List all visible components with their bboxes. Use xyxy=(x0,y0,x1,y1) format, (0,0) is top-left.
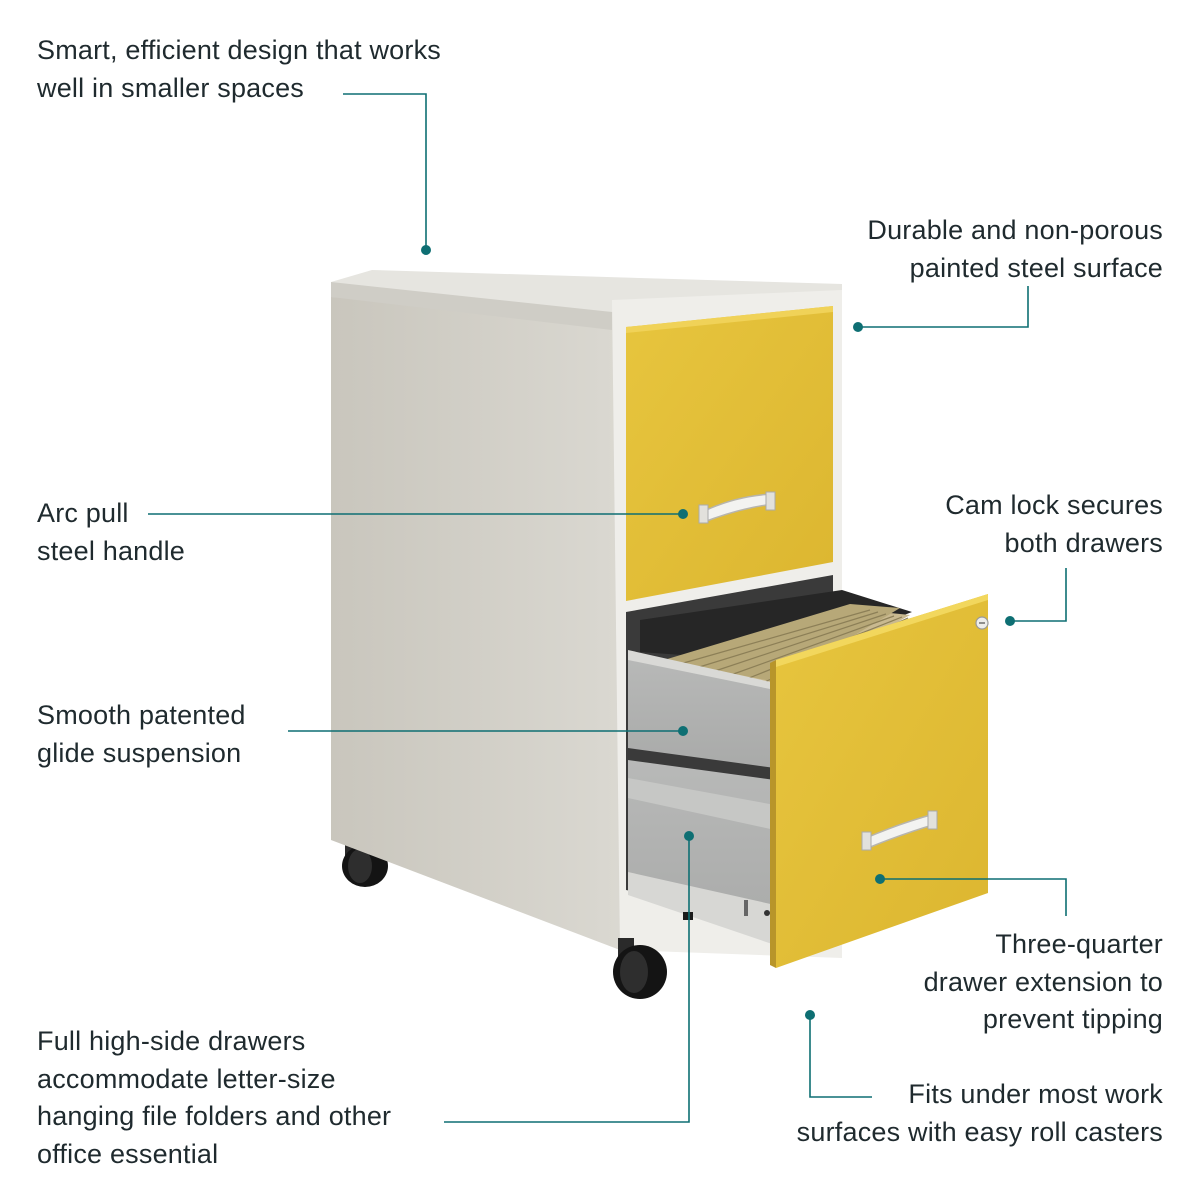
bottom-drawer-handle-icon xyxy=(861,810,938,851)
cabinet-side-panel xyxy=(331,282,620,950)
top-drawer-handle-icon xyxy=(698,491,776,524)
callout-design: Smart, efficient design that works well … xyxy=(37,35,441,103)
glide-rail xyxy=(628,872,775,945)
callout-lock: Cam lock secures both drawers xyxy=(945,490,1163,558)
callout-surface: Durable and non-porous painted steel sur… xyxy=(867,215,1163,283)
drawer-side-wall-upper xyxy=(628,655,775,768)
bottom-drawer-front xyxy=(776,594,988,968)
callout-casters: Fits under most work surfaces with easy … xyxy=(796,1079,1163,1147)
callout-handle: Arc pull steel handle xyxy=(37,498,186,566)
callout-extension: Three-quarter drawer extension to preven… xyxy=(923,929,1163,1034)
callout-drawers: Full high-side drawers accommodate lette… xyxy=(37,1026,392,1169)
cam-lock-icon xyxy=(975,616,989,630)
leader-dots xyxy=(421,245,1015,1020)
front-caster-icon xyxy=(613,938,667,999)
callout-suspension: Smooth patented glide suspension xyxy=(37,700,246,768)
top-drawer-front xyxy=(626,306,833,601)
leader-lines xyxy=(148,93,1067,1123)
